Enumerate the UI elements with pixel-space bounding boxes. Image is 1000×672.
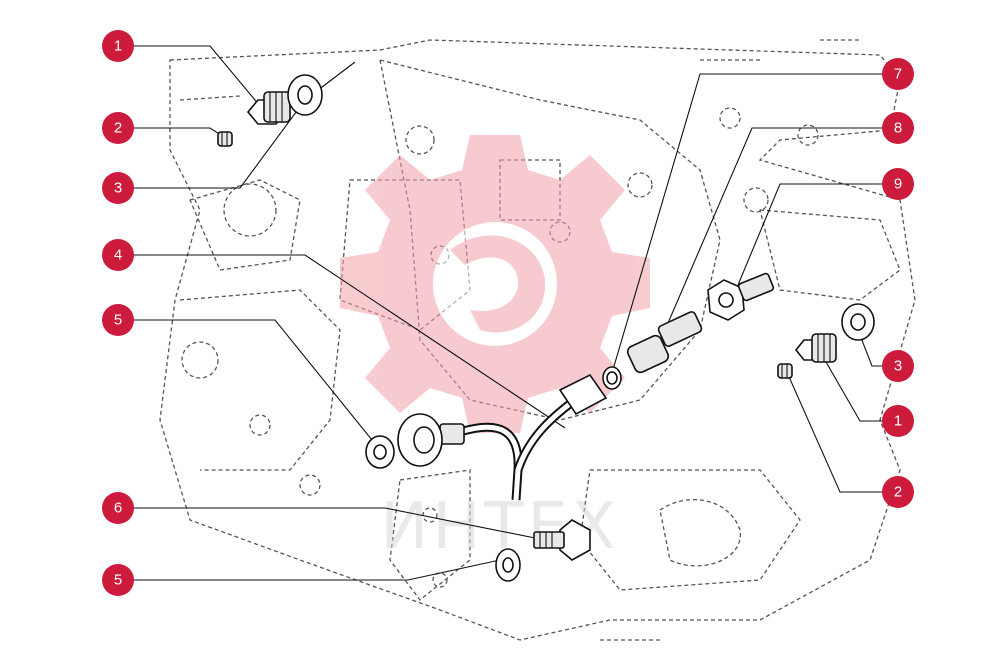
svg-text:5: 5 bbox=[114, 312, 122, 329]
svg-text:9: 9 bbox=[894, 176, 902, 193]
part-washer-top-left bbox=[287, 74, 323, 116]
callouts: 1 2 3 4 5 6 5 7 8 9 3 1 bbox=[102, 30, 914, 596]
watermark: ИНТЕХ bbox=[340, 135, 650, 564]
callout-3-right: 3 bbox=[882, 350, 914, 382]
leader-5-lower bbox=[120, 559, 501, 581]
callout-9: 9 bbox=[882, 168, 914, 200]
svg-text:2: 2 bbox=[894, 484, 902, 501]
svg-text:3: 3 bbox=[114, 180, 122, 197]
part-union-fitting bbox=[707, 272, 775, 321]
leader-5-upper bbox=[120, 319, 373, 441]
svg-text:7: 7 bbox=[894, 66, 902, 83]
callout-4: 4 bbox=[102, 239, 134, 271]
svg-text:2: 2 bbox=[114, 120, 122, 137]
leader-4 bbox=[120, 254, 566, 429]
part-washer-right bbox=[841, 303, 875, 341]
parts bbox=[217, 74, 875, 582]
callout-3-top-left: 3 bbox=[102, 172, 134, 204]
leader-3-top-left bbox=[120, 99, 306, 189]
part-screw-top-left bbox=[217, 131, 233, 147]
part-screw-right bbox=[777, 363, 793, 379]
callout-1-top-left: 1 bbox=[102, 30, 134, 62]
callout-7: 7 bbox=[882, 58, 914, 90]
part-washer-upper-5 bbox=[365, 435, 395, 469]
svg-text:6: 6 bbox=[114, 500, 122, 517]
part-pipe bbox=[439, 373, 608, 501]
leader-8 bbox=[664, 127, 896, 331]
svg-text:1: 1 bbox=[894, 413, 902, 430]
part-union-nut-top-left bbox=[246, 91, 291, 125]
callout-6: 6 bbox=[102, 492, 134, 524]
svg-text:4: 4 bbox=[114, 247, 122, 264]
part-banjo-fitting bbox=[397, 413, 443, 467]
callout-8: 8 bbox=[882, 112, 914, 144]
callout-5-upper: 5 bbox=[102, 304, 134, 336]
part-banjo-bolt bbox=[533, 519, 591, 561]
leader-9 bbox=[737, 183, 896, 286]
svg-text:3: 3 bbox=[894, 358, 902, 375]
watermark-gear-logo bbox=[340, 135, 650, 433]
part-adapter bbox=[626, 311, 703, 374]
callout-2-top-left: 2 bbox=[102, 112, 134, 144]
part-washer-lower-5 bbox=[495, 548, 521, 582]
callout-2-right: 2 bbox=[882, 476, 914, 508]
leader-7 bbox=[611, 73, 896, 374]
svg-text:1: 1 bbox=[114, 38, 122, 55]
callout-1-right: 1 bbox=[882, 405, 914, 437]
svg-text:8: 8 bbox=[894, 120, 902, 137]
leader-6 bbox=[120, 507, 546, 541]
part-union-nut-right bbox=[794, 333, 837, 363]
leader-1-top-left bbox=[120, 45, 266, 113]
leader-2-top-left bbox=[120, 127, 225, 138]
part-o-ring bbox=[602, 366, 622, 390]
leader-2-right bbox=[785, 369, 896, 493]
callout-5-lower: 5 bbox=[102, 564, 134, 596]
svg-text:5: 5 bbox=[114, 572, 122, 589]
